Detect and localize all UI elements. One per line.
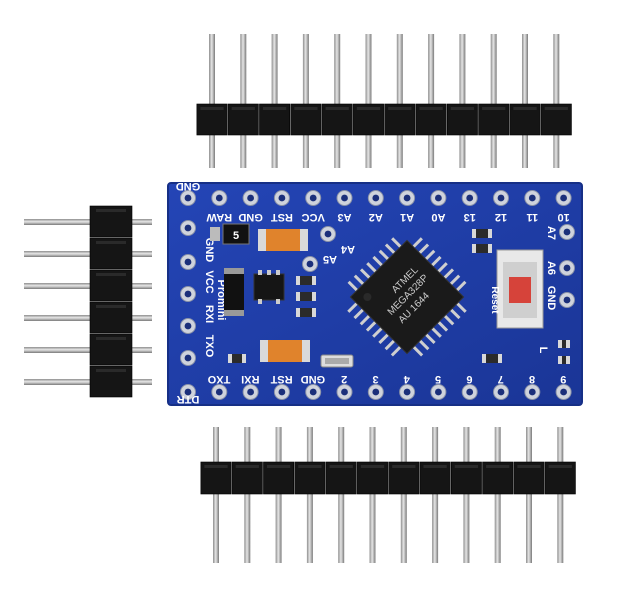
pin-label-left: GND	[203, 238, 215, 263]
pin-label-bottom: 2	[341, 373, 347, 385]
pin-label-top: GND	[176, 180, 201, 192]
chip-body	[349, 239, 465, 355]
pin-label-bottom: GND	[301, 373, 326, 385]
header-pin	[428, 34, 435, 168]
header-pin	[24, 251, 152, 257]
header-pin	[24, 315, 152, 321]
label-a6: A6	[545, 261, 557, 275]
smd-components	[228, 229, 570, 364]
label-dtr: DTR	[177, 393, 200, 405]
header-pin	[302, 34, 309, 168]
header-pin	[24, 347, 152, 353]
smd-part	[296, 308, 316, 317]
header-pin	[334, 34, 341, 168]
pad-row-bottom	[180, 384, 572, 400]
header-pin	[275, 427, 282, 563]
pin-header-bottom	[200, 427, 576, 563]
header-pin	[306, 427, 313, 563]
header-pin	[244, 427, 251, 563]
header-pin	[338, 427, 345, 563]
label-a5: A5	[323, 253, 337, 265]
header-pin	[271, 34, 278, 168]
header-pin	[240, 34, 247, 168]
pin-label-top: A1	[400, 211, 414, 223]
pin-header-top	[196, 34, 572, 168]
pin-label-bottom: 3	[372, 373, 378, 385]
header-pin	[24, 379, 152, 385]
pad-column-right	[559, 224, 575, 308]
label-gnd-right: GND	[545, 286, 557, 311]
header-pin	[365, 34, 372, 168]
pad-analog	[302, 226, 336, 272]
header-pin	[432, 427, 439, 563]
pin-label-top: 10	[557, 211, 569, 223]
pin-label-bottom: RXI	[241, 373, 259, 385]
label-a7: A7	[545, 226, 557, 240]
pin-label-top: A3	[337, 211, 351, 223]
header-pin	[369, 427, 376, 563]
header-pin	[400, 427, 407, 563]
header-pin	[494, 427, 501, 563]
label-led-l: L	[537, 347, 549, 354]
smd-part	[558, 356, 570, 364]
pin-label-left: TXO	[203, 335, 215, 358]
pad-row-top	[180, 190, 572, 206]
pin-label-top: 13	[464, 211, 476, 223]
smd-part	[296, 292, 316, 301]
pin-label-bottom: 5	[435, 373, 441, 385]
pin-header-left	[24, 205, 152, 398]
small-ic	[253, 273, 285, 301]
header-pin	[557, 427, 564, 563]
pin-label-bottom: TXO	[207, 373, 230, 385]
header-pin	[490, 34, 497, 168]
pin-label-left: VCC	[203, 270, 215, 293]
tantalum-capacitor-top	[258, 229, 308, 251]
pin-label-bottom: 8	[529, 373, 535, 385]
pin-label-left: RXI	[203, 305, 215, 323]
label-a4: A4	[340, 243, 355, 255]
pad-column-left	[180, 220, 196, 366]
diode-package	[224, 268, 244, 316]
pcb-board: GND RAW GND RST VCC A3 A2 A1 A0 13 12 11 10 TXO RXI RS…	[167, 180, 583, 406]
header-pin	[213, 427, 219, 563]
pin-label-top: GND	[238, 211, 263, 223]
smd-part	[228, 354, 246, 363]
pin-label-top: RST	[271, 211, 293, 223]
smd-part	[472, 244, 492, 253]
silkscreen-labels-bottom: TXO RXI RST GND 2 3 4 5 6 7 8 9	[207, 373, 566, 385]
header-pin	[553, 34, 560, 168]
pin-label-bottom: RST	[270, 373, 292, 385]
pin-label-top: 12	[495, 211, 507, 223]
smd-part	[482, 354, 502, 363]
pin-label-top: A2	[369, 211, 383, 223]
smd-part	[472, 229, 492, 238]
atmega328p-chip	[347, 237, 467, 357]
header-pin	[522, 34, 528, 168]
pin-label-top: RAW	[206, 211, 232, 223]
label-reset: Reset	[489, 286, 500, 314]
tantalum-capacitor-bottom	[260, 340, 310, 362]
voltage-regulator	[222, 223, 250, 245]
pin-label-bottom: 4	[403, 373, 410, 385]
pin-label-top: VCC	[302, 211, 325, 223]
header-pin	[526, 427, 532, 563]
regulator-marking: 5	[233, 230, 239, 242]
reset-button-cap	[509, 277, 531, 303]
silkscreen-labels-left: GND VCC RXI TXO	[203, 238, 215, 358]
pin-label-top: A0	[431, 211, 445, 223]
smd-part	[296, 276, 316, 285]
header-pin	[396, 34, 403, 168]
header-pin	[463, 427, 470, 563]
pin-label-bottom: 6	[466, 373, 472, 385]
pin-label-top: 11	[526, 211, 538, 223]
pin-label-bottom: 7	[498, 373, 504, 385]
silkscreen-labels-top: GND RAW GND RST VCC A3 A2 A1 A0 13 12 11 10	[176, 180, 570, 223]
header-pin	[209, 34, 215, 168]
smd-part	[558, 340, 570, 348]
header-pin	[459, 34, 466, 168]
pin-label-bottom: 9	[560, 373, 566, 385]
header-pin	[24, 283, 152, 289]
header-pin	[24, 219, 152, 225]
